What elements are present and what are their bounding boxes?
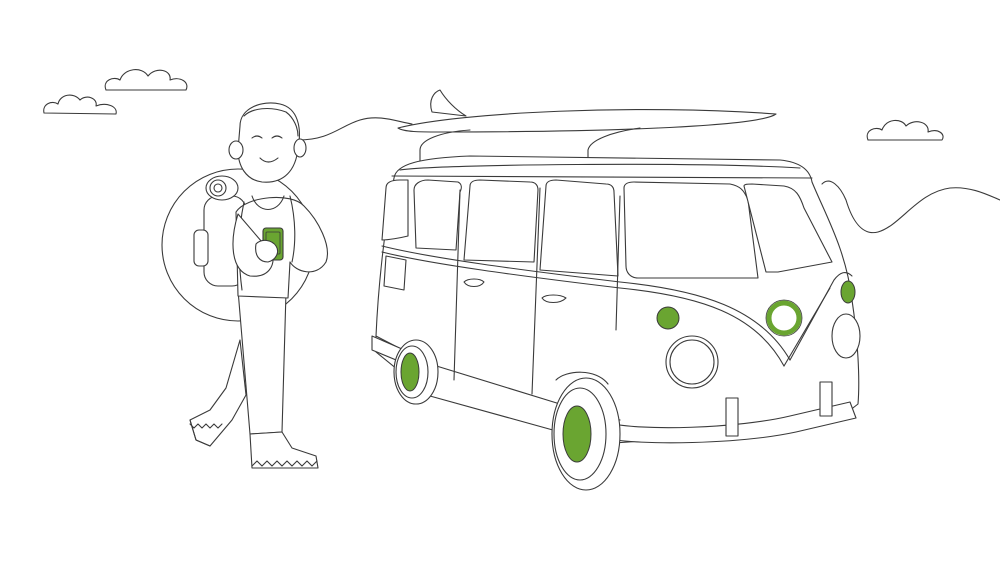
cloud-top (104, 69, 188, 91)
hiker (161, 102, 328, 469)
wind-line-left (297, 117, 413, 141)
boot-front-sole (251, 460, 318, 467)
windshield-right (743, 183, 833, 273)
headlight-main (665, 335, 719, 389)
turn-signal-right (840, 280, 856, 304)
window-3 (539, 179, 619, 277)
window-1 (413, 179, 462, 251)
window-2 (463, 179, 539, 263)
door-handle-1 (463, 278, 485, 288)
emblem-ring (766, 300, 802, 336)
surfboard (397, 89, 777, 133)
van-accents (400, 280, 856, 463)
turn-signal-left (656, 306, 680, 330)
hubcap-front (562, 405, 592, 463)
cloud-right (866, 119, 944, 141)
hiker-head (237, 102, 300, 183)
front-bumper (603, 401, 857, 444)
door-handle-2 (541, 294, 567, 304)
bedroll (205, 175, 239, 201)
boot-back-sole (189, 423, 223, 429)
hubcap-rear (400, 352, 420, 392)
headlight-side (831, 313, 861, 359)
cloud-left (43, 94, 117, 115)
windshield-left (623, 181, 759, 279)
wind-line-right (821, 180, 1000, 234)
camper-van (371, 89, 861, 491)
window-rear (381, 179, 409, 241)
